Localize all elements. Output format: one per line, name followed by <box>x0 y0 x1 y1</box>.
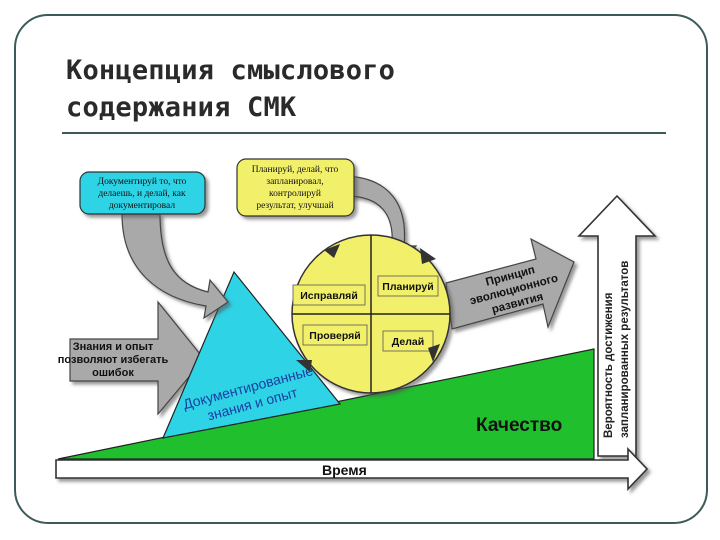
probability-arrow <box>577 194 657 457</box>
time-label: Время <box>322 462 367 478</box>
principle-arrow <box>445 237 575 330</box>
pdca-act-label: Исправляй <box>300 290 358 302</box>
title-line-2: содержания СМК <box>66 92 297 123</box>
quality-label: Качество <box>476 415 562 436</box>
title-underline <box>62 132 666 134</box>
document-callout-line-1: Документируй то, что <box>98 176 187 187</box>
documented-knowledge-triangle <box>162 270 342 439</box>
probability-label-1: Вероятность достижения <box>603 293 615 438</box>
probability-label-2: запланированных результатов <box>619 261 631 438</box>
knowledge-line-3: ошибок <box>92 367 134 379</box>
plan-callout-line-4: результат, улучшай <box>256 200 333 211</box>
plan-callout: Планируй, делай, что запланировал, контр… <box>236 158 355 217</box>
rotation-arrowhead-top-left <box>324 244 340 258</box>
slide-frame <box>14 14 708 524</box>
knowledge-arrow <box>69 300 205 416</box>
plan-callout-line-1: Планируй, делай, что <box>252 164 339 175</box>
title-line-1: Концепция смыслового <box>66 55 396 86</box>
rotation-arrowhead-bottom-left <box>296 360 312 372</box>
document-callout: Документируй то, что делаешь, и делай, к… <box>79 171 206 215</box>
document-callout-line-2: делаешь, и делай, как <box>98 188 186 199</box>
time-arrow <box>55 446 649 492</box>
plan-callout-line-2: запланировал, <box>266 177 323 187</box>
pdca-plan-label: Планируй <box>382 281 433 293</box>
document-callout-arrow <box>121 213 229 320</box>
rotation-arrowhead-bottom-right <box>428 344 440 362</box>
pdca-wheel: Исправляй Планируй Проверяй Делай <box>291 234 451 394</box>
pdca-do-label: Делай <box>392 336 424 348</box>
pdca-check-label: Проверяй <box>309 330 360 342</box>
knowledge-line-2: позволяют избегать <box>58 354 169 366</box>
knowledge-line-1: Знания и опыт <box>73 341 154 353</box>
slide-title: Концепция смыслового содержания СМК <box>66 52 395 126</box>
rotation-arrowhead-top-right <box>420 248 436 264</box>
plan-callout-line-3: контролируй <box>269 188 321 199</box>
document-callout-line-3: документировал <box>109 201 175 211</box>
